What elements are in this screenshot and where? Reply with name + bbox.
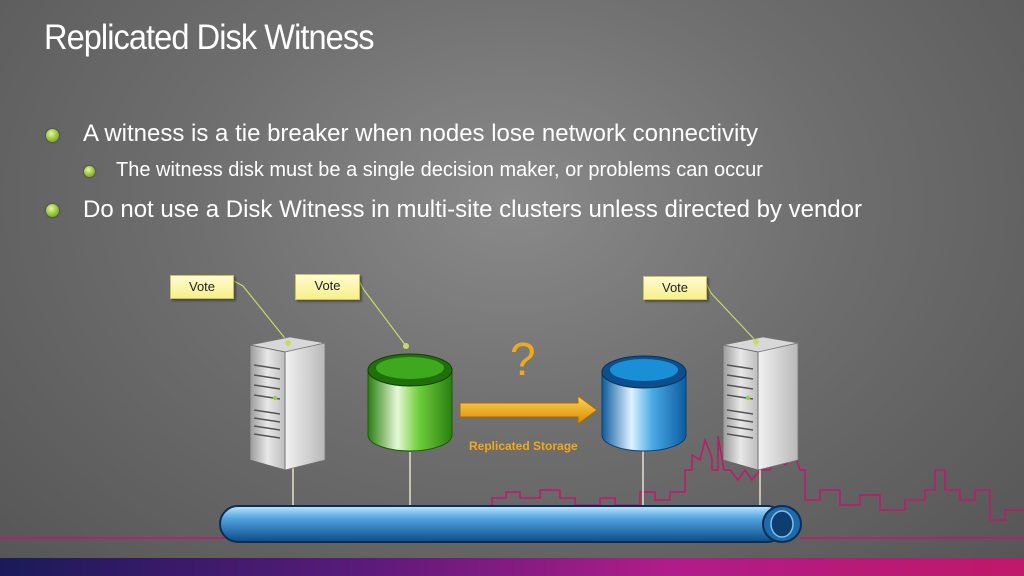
vote-label-witness-disk: Vote [295,274,360,300]
sub-bullet-item: The witness disk must be a single decisi… [116,159,763,181]
server-node-left [249,336,326,471]
skyline-outline [0,435,1024,539]
slide-title: Replicated Disk Witness [44,18,374,57]
question-mark: ? [510,333,536,385]
sub-bullet-dot-icon [84,166,95,177]
replica-disk-blue [601,355,687,452]
network-drops [292,450,761,507]
network-pipe [219,505,802,543]
bullet-dot-icon [46,204,59,217]
witness-disk-green [367,343,453,452]
bullet-item: Do not use a Disk Witness in multi-site … [83,196,862,223]
vote-connectors [231,278,757,347]
footer-bar [0,558,1024,576]
vote-label-right-server: Vote [643,276,707,300]
replication-label: Replicated Storage [469,439,578,453]
bullet-dot-icon [46,129,59,142]
replication-arrow [459,395,598,425]
bullet-item: A witness is a tie breaker when nodes lo… [83,120,759,147]
server-node-right [722,336,799,471]
vote-label-left-server: Vote [170,275,234,299]
